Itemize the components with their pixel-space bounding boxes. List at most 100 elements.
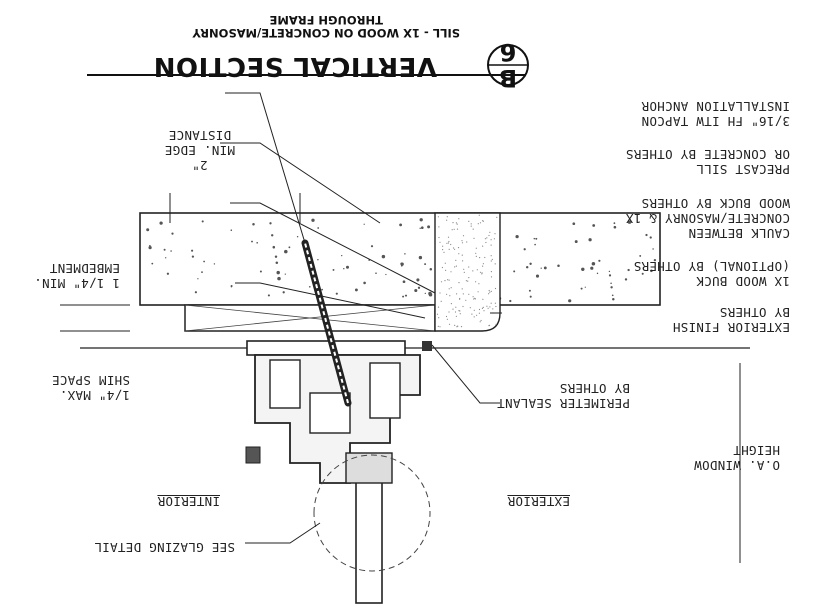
concrete-speckle — [354, 288, 358, 292]
finish-dot — [482, 263, 484, 265]
embed-note-line-2: EMBEDMENT — [49, 261, 120, 276]
concrete-speckle — [399, 223, 403, 227]
anchor-note-line-1: 3/16" FH ITW TAPCON — [641, 114, 790, 129]
concrete-speckle — [381, 254, 386, 259]
finish-dot — [443, 251, 445, 253]
finish-dot — [486, 237, 488, 239]
finish-dot — [477, 223, 479, 225]
window-frame — [80, 340, 750, 604]
concrete-speckle — [269, 222, 272, 225]
finish-dot — [438, 236, 440, 239]
concrete-speckle — [598, 259, 601, 262]
concrete-speckle — [652, 248, 654, 250]
finish-dot — [462, 260, 464, 262]
finish-dot — [479, 257, 481, 259]
finish-dot — [444, 280, 446, 282]
finish-dot — [486, 305, 488, 307]
concrete-speckle — [272, 245, 276, 249]
edge-note-line-1: 2" — [191, 158, 208, 173]
finish-dot — [462, 235, 465, 237]
finish-dot — [479, 222, 482, 224]
caulk-note-line-1: CAULK BETWEEN — [688, 226, 790, 241]
concrete-speckle — [288, 246, 291, 249]
concrete-speckle — [540, 267, 542, 269]
finish-dot — [475, 252, 477, 254]
finish-dot — [461, 254, 463, 256]
finish-dot — [437, 216, 439, 218]
finish-dot — [461, 240, 463, 242]
edge-note-line-3: DISTANCE — [168, 128, 232, 143]
concrete-speckle — [311, 218, 315, 222]
concrete-speckle — [146, 228, 150, 232]
concrete-speckle — [332, 268, 335, 271]
finish-dot — [446, 242, 448, 244]
finish-dot — [465, 299, 467, 301]
anchor — [301, 239, 352, 407]
concrete-speckle — [590, 266, 594, 270]
frame-sill-flange — [246, 340, 406, 356]
concrete-speckle — [419, 218, 423, 222]
finish-dot — [463, 271, 465, 273]
finish-dot — [462, 293, 464, 295]
finish-dot — [487, 307, 489, 309]
anchor-note: 3/16" FH ITW TAPCON INSTALLATION ANCHOR — [641, 99, 790, 129]
concrete-speckle — [165, 257, 167, 259]
concrete-speckle — [201, 220, 204, 223]
wood-buck-cross-2 — [184, 304, 436, 332]
finish-dot — [447, 236, 450, 238]
concrete-speckle — [400, 262, 403, 266]
glazing-detail-circle — [313, 454, 431, 572]
perimeter-sealant-bead — [422, 341, 432, 351]
concrete-speckle — [535, 274, 540, 278]
finish-dot — [447, 242, 449, 244]
concrete-speckle — [275, 261, 279, 264]
concrete-speckle — [612, 297, 615, 301]
concrete-speckle — [400, 264, 403, 267]
finish-dot — [472, 228, 474, 230]
exterior-finish-texture — [436, 214, 498, 328]
concrete-speckle — [282, 291, 285, 294]
concrete-speckle — [610, 282, 612, 285]
concrete-speckle — [308, 285, 311, 288]
concrete-speckle — [650, 269, 653, 273]
concrete-speckle — [611, 294, 614, 297]
anchor-note-line-2: INSTALLATION ANCHOR — [641, 99, 790, 114]
finish-dot — [477, 291, 479, 293]
finish-dot — [482, 306, 484, 308]
finish-note-line-1: EXTERIOR FINISH — [672, 320, 790, 335]
caulk-note-line-3: WOOD BUCK BY OTHERS — [641, 196, 790, 211]
finish-dot — [453, 228, 455, 230]
finish-dot — [478, 312, 480, 314]
finish-dot — [454, 248, 456, 250]
sill-outline — [139, 212, 661, 306]
handle-knob — [245, 446, 261, 464]
height-note-line-2: HEIGHT — [733, 443, 780, 458]
concrete-speckle — [171, 232, 174, 235]
finish-dot — [488, 293, 490, 295]
finish-dot — [470, 223, 472, 225]
concrete-speckle — [417, 286, 421, 289]
finish-dot — [458, 253, 460, 255]
finish-dot — [452, 247, 455, 249]
finish-dot — [491, 258, 493, 261]
concrete-speckle — [613, 222, 616, 225]
concrete-speckle — [420, 226, 424, 229]
finish-dot — [490, 244, 492, 246]
concrete-speckle — [608, 274, 612, 277]
finish-dot — [472, 296, 474, 298]
finish-dot — [448, 311, 450, 313]
finish-dot — [450, 303, 452, 305]
glass-pane — [355, 467, 383, 604]
concrete-speckle — [424, 292, 426, 295]
finish-dot — [475, 281, 477, 283]
concrete-speckle — [230, 284, 233, 288]
finish-dot — [484, 238, 486, 240]
finish-dot — [492, 308, 494, 310]
concrete-speckle — [418, 255, 423, 260]
finish-dot — [455, 306, 457, 308]
finish-dot — [450, 243, 452, 246]
concrete-speckle — [317, 258, 319, 261]
finish-dot — [442, 245, 444, 247]
finish-dot — [490, 271, 492, 273]
finish-dot — [452, 222, 454, 224]
